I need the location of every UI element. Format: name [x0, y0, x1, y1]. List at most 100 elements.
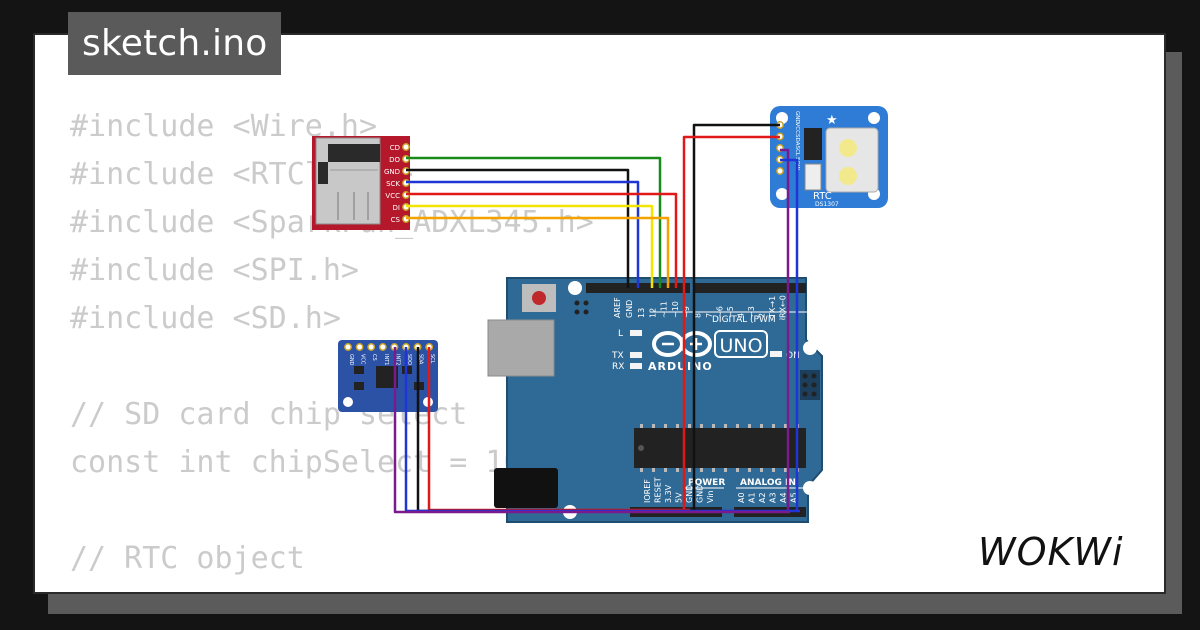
- star-icon: ★: [826, 113, 838, 128]
- led-l: [630, 330, 642, 336]
- reset-button-cap[interactable]: [532, 291, 546, 305]
- rtc-label: RTC: [813, 191, 832, 202]
- analog-pin-label: A5: [790, 492, 799, 503]
- atmega-chip: [634, 428, 806, 468]
- rtc-pin[interactable]: [776, 167, 784, 175]
- usb-connector: [487, 319, 555, 377]
- accel-pin-label: INT2: [394, 354, 400, 365]
- power-pin-label: GND: [685, 485, 694, 503]
- wire-rtc-sda: [780, 148, 790, 512]
- coin-cell: [839, 139, 857, 157]
- rtc-chip-label: DS1307: [815, 201, 839, 208]
- wires: [393, 123, 800, 514]
- wire-sd-gnd: [406, 168, 630, 288]
- analog-pin-label: A0: [737, 492, 746, 503]
- gnd-label: GND: [625, 300, 634, 318]
- power-jack: [494, 468, 558, 508]
- brand-label: ARDUINO: [648, 360, 713, 373]
- wire-sd-vcc: [406, 192, 678, 288]
- led-l-label: L: [618, 329, 623, 339]
- rtc-pin-label: SCL: [794, 146, 800, 157]
- accel-pin[interactable]: [355, 343, 364, 351]
- digital-pin-label: 13: [637, 308, 646, 318]
- analog-pin-label: A1: [748, 492, 757, 503]
- digital-pin-label: RX←0: [779, 295, 788, 318]
- analog-pin-label: A2: [758, 492, 767, 503]
- led-rx-label: RX: [612, 362, 624, 372]
- accel-pin[interactable]: [367, 343, 376, 351]
- power-pin-label: Vin: [706, 490, 715, 503]
- rtc-pin-label: SDA: [794, 134, 800, 146]
- rtc-chip: [804, 128, 822, 160]
- accel-pin-label: SDO: [406, 354, 412, 365]
- mount-hole: [803, 481, 817, 495]
- wire-sd-sck: [406, 180, 640, 288]
- digital-pin-label: 4: [737, 313, 746, 318]
- code-line: #include <SparkFun_ADXL345.h>: [70, 205, 594, 240]
- aref-label: AREF: [613, 297, 622, 318]
- accel-pin-label: CS: [371, 354, 377, 361]
- power-pin-label: 5V: [675, 492, 684, 503]
- accel-pin-label: INT1: [383, 354, 389, 365]
- digital-pin-label: 2: [758, 313, 767, 318]
- led-on-label: ON: [786, 351, 800, 361]
- digital-header-right: [694, 283, 806, 293]
- code-line: RTC_DS1307 rtc;: [70, 583, 594, 592]
- accel-chip: [376, 366, 398, 388]
- arduino-infinity-icon: [652, 331, 712, 357]
- sd-card: [328, 144, 380, 162]
- accel-pin-label: SDA: [418, 354, 424, 365]
- power-pin-label: RESET: [654, 477, 663, 503]
- mount-hole: [803, 341, 817, 355]
- led-tx-label: TX: [611, 351, 624, 361]
- sd-pin-label: SCK: [386, 180, 400, 188]
- accel-pin-label: SCL: [429, 354, 435, 364]
- accel-pin-label: GND: [348, 354, 354, 366]
- digital-pin-label: 7: [705, 313, 714, 318]
- sketch-title-tab[interactable]: sketch.ino: [68, 12, 282, 75]
- sd-pin-label: DO: [389, 156, 400, 164]
- wire-rtc-vcc: [682, 135, 780, 512]
- model-label: UNO: [719, 335, 762, 357]
- code-line: #include <SPI.h>: [70, 253, 359, 288]
- wire-rtc-gnd: [692, 123, 780, 512]
- wire-rtc-scl: [780, 158, 799, 512]
- wire-sd-cs: [406, 216, 670, 288]
- digital-pin-label: TX→1: [768, 296, 777, 319]
- rtc-pin-label: GND: [794, 111, 800, 124]
- accel-pin[interactable]: [378, 343, 387, 351]
- uno-badge: [714, 330, 768, 358]
- led-tx: [630, 352, 642, 358]
- sd-pin-label: GND: [384, 168, 400, 176]
- code-line: // RTC object: [70, 541, 305, 576]
- digital-pin-label: ~10: [671, 301, 680, 318]
- digital-label: DIGITAL (PWM ~): [712, 315, 790, 325]
- analog-label: ANALOG IN: [740, 478, 796, 488]
- led-rx: [630, 363, 642, 369]
- chip-pins: [640, 424, 799, 472]
- digital-pin-label: 8: [694, 313, 703, 318]
- wire-sd-do: [406, 156, 662, 288]
- mount-hole: [568, 281, 582, 295]
- power-pin-label: GND: [696, 485, 705, 503]
- accel-pin[interactable]: [344, 343, 352, 351]
- crystal: [804, 163, 822, 191]
- icsp-right-header: [800, 370, 820, 400]
- digital-pin-label: 12: [648, 308, 657, 318]
- rtc-pin-label: VCC: [794, 123, 800, 135]
- wokwi-logo: WOKWi: [978, 530, 1124, 574]
- wire-accel-sda: [393, 347, 790, 514]
- sd-pin[interactable]: [402, 143, 410, 151]
- analog-pin-label: A3: [769, 492, 778, 503]
- sd-pin-label: DI: [393, 204, 400, 212]
- code-line: #include <SD.h>: [70, 301, 341, 336]
- wire-sd-di: [406, 204, 654, 288]
- power-pin-label: 3.3V: [664, 484, 673, 503]
